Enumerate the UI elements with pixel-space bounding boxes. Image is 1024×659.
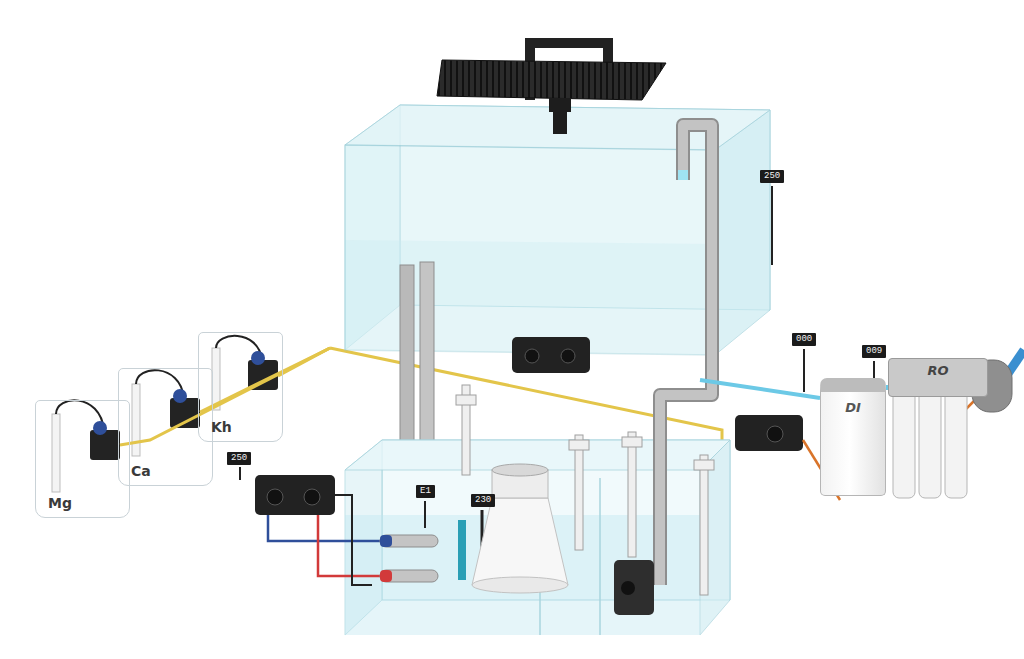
dosing-tube-part: [52, 414, 60, 492]
probe-display: 230: [471, 494, 495, 507]
return-pump: [614, 560, 654, 615]
controller-part: [767, 426, 783, 442]
probe-stem: [240, 186, 874, 480]
dosing-pump-part: [251, 351, 265, 365]
probe-part: [694, 460, 714, 470]
controller-part: [561, 349, 575, 363]
return-pump-part: [614, 560, 654, 615]
reef-light-part: [437, 60, 666, 100]
probe-part: [569, 440, 589, 450]
controller-part: [255, 475, 335, 515]
sump-part: [599, 478, 601, 635]
dosing-line-part: [200, 348, 330, 412]
display-tank-part: [715, 110, 770, 355]
protein-skimmer-part: [472, 498, 568, 585]
controller-part: [304, 489, 320, 505]
ro-cartridge-part: [919, 386, 941, 498]
dosing-line-part: [278, 348, 330, 376]
dosing-tube-part: [132, 384, 140, 456]
dosing-pump-part: [173, 389, 187, 403]
heater-part: [380, 535, 438, 547]
probe-part: [458, 520, 466, 580]
dosing-pump-part: [90, 430, 120, 460]
node-text: Ca: [131, 463, 151, 479]
ro-unit: RO: [888, 358, 988, 397]
probe-display: 250: [227, 452, 251, 465]
ro-cartridge-part: [893, 386, 915, 498]
node-text: RO: [895, 363, 981, 378]
heater-part: [380, 535, 392, 547]
probe-part: [700, 455, 708, 595]
probe-stem-part: [239, 467, 241, 480]
node-text: Kh: [211, 419, 232, 435]
water-line: [700, 350, 1024, 500]
reef-light-part: [549, 98, 571, 112]
dosing-tube: [52, 336, 262, 492]
probe-display: 250: [760, 170, 784, 183]
probe-part: [628, 432, 636, 557]
heater-part: [335, 495, 372, 585]
controller-part: [512, 337, 590, 373]
node-text: Mg: [48, 495, 72, 511]
di-filter: DI: [820, 378, 886, 496]
controller-part: [525, 349, 539, 363]
return-pipe-part: [678, 170, 688, 180]
dosing-pump-part: [93, 421, 107, 435]
heater-part: [380, 570, 392, 582]
return-pipe-part: [660, 125, 712, 585]
heater-part: [380, 570, 438, 582]
probe-stem-part: [771, 186, 773, 265]
water-line-part: [700, 380, 820, 398]
dosing-container: Mg: [35, 400, 130, 518]
heater-part: [268, 515, 380, 541]
dosing-tube-part: [212, 348, 220, 410]
protein-skimmer: [472, 464, 568, 593]
probe-part: [575, 435, 583, 550]
probe-part: [424, 501, 426, 528]
reef-light-part: [525, 38, 613, 48]
probe-display: E1: [416, 485, 435, 498]
return-pump-part: [621, 581, 635, 595]
reef-light: [437, 38, 666, 134]
controller-part: [735, 415, 803, 451]
probe-display: 000: [792, 333, 816, 346]
probe-stem-part: [803, 349, 805, 392]
return-pipe-part: [660, 125, 712, 585]
controller: [255, 337, 803, 515]
probe-stem-part: [873, 361, 875, 378]
node-text: DI: [821, 400, 885, 415]
controller-part: [267, 489, 283, 505]
probe: [425, 385, 714, 595]
return-pipe: [660, 125, 712, 585]
sump: [345, 440, 730, 635]
heater-part: [318, 515, 380, 576]
ro-cartridge-part: [945, 386, 967, 498]
dosing-container: Kh: [198, 332, 283, 442]
reef-light-part: [553, 112, 567, 134]
probe-part: [456, 395, 476, 405]
dosing-line-part: [120, 348, 330, 445]
probe-display: 009: [862, 345, 886, 358]
protein-skimmer-part: [472, 577, 568, 593]
protein-skimmer-part: [492, 464, 548, 476]
probe-part: [622, 437, 642, 447]
